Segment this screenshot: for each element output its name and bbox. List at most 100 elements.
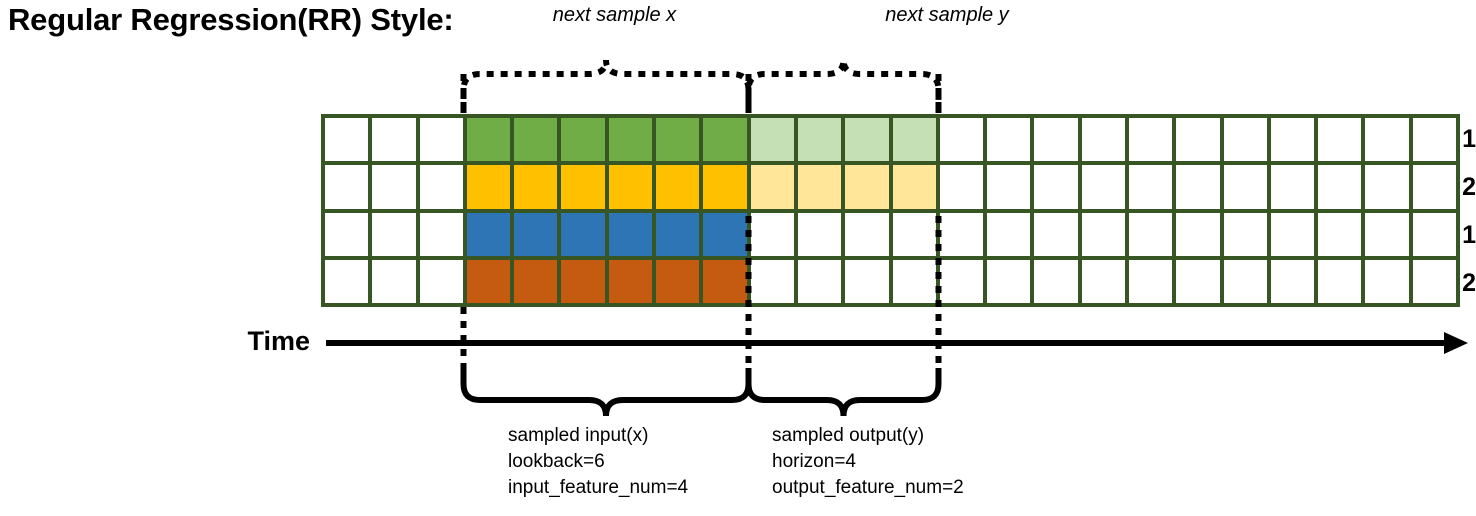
grid-cell-r1-c10 <box>797 165 842 209</box>
grid-cell-r0-c8 <box>703 118 747 162</box>
grid-cell-r1-c5 <box>561 165 605 209</box>
grid-cell-r0-c9 <box>750 118 794 162</box>
grid-cell-r2-c6 <box>608 212 653 256</box>
grid-cell-r0-c15 <box>1034 118 1078 162</box>
time-axis-label: Time <box>247 326 310 356</box>
grid-cell-r1-c2 <box>419 165 463 209</box>
grid-cell-r3-c2 <box>419 259 463 303</box>
grid-cell-r0-c16 <box>1081 118 1125 162</box>
grid-cell-r3-c3 <box>466 259 511 303</box>
grid-cell-r2-c21 <box>1318 212 1362 256</box>
grid-cell-r1-c19 <box>1223 165 1267 209</box>
grid-cell-r1-c17 <box>1128 165 1173 209</box>
grid-cell-r1-c12 <box>892 165 936 209</box>
grid-cell-r3-c9 <box>750 259 794 303</box>
grid-cell-r3-c19 <box>1223 259 1267 303</box>
grid-cell-r1-c9 <box>750 165 794 209</box>
brace-top-next-sample-x <box>460 59 752 113</box>
grid-cell-r2-c8 <box>703 212 747 256</box>
grid-cell-r0-c4 <box>514 118 558 162</box>
caption-sampled-input: sampled input(x) lookback=6 input_featur… <box>508 423 688 501</box>
grid-cell-r1-c7 <box>656 165 700 209</box>
grid-cell-r2-c4 <box>514 212 558 256</box>
grid-cell-r0-c14 <box>987 118 1031 162</box>
caption-input-line-2: lookback=6 <box>508 451 605 472</box>
grid-cell-r0-c11 <box>845 118 889 162</box>
caption-input-line-3: input_feature_num=4 <box>508 477 689 498</box>
grid-cell-r1-c22 <box>1365 165 1409 209</box>
grid-cell-r3-c22 <box>1365 259 1409 303</box>
brace-top-next-sample-y <box>745 59 942 113</box>
grid-cell-r2-c12 <box>892 212 936 256</box>
grid-cell-r0-c7 <box>656 118 700 162</box>
grid-cell-r2-c0 <box>325 212 369 256</box>
grid-cell-r2-c19 <box>1223 212 1267 256</box>
grid-cell-r1-c18 <box>1176 165 1220 209</box>
grid-cell-r0-c10 <box>797 118 842 162</box>
grid-cell-r0-c19 <box>1223 118 1267 162</box>
grid-cell-r3-c21 <box>1318 259 1362 303</box>
grid-cell-r0-c0 <box>325 118 369 162</box>
grid-cell-r0-c1 <box>372 118 416 162</box>
grid-cell-r3-c5 <box>561 259 605 303</box>
grid-cell-r1-c1 <box>372 165 416 209</box>
grid-cell-r2-c5 <box>561 212 605 256</box>
grid-cell-r1-c4 <box>514 165 558 209</box>
grid-cell-r0-c6 <box>608 118 653 162</box>
grid-cell-r0-c13 <box>939 118 984 162</box>
grid-cell-r3-c16 <box>1081 259 1125 303</box>
grid-cell-r3-c7 <box>656 259 700 303</box>
grid-cell-r3-c6 <box>608 259 653 303</box>
grid-cell-r2-c2 <box>419 212 463 256</box>
grid-cell-r2-c23 <box>1412 212 1456 256</box>
caption-output-line-3: output_feature_num=2 <box>772 477 964 498</box>
page-title: Regular Regression(RR) Style: <box>8 2 454 37</box>
grid-cell-r3-c1 <box>372 259 416 303</box>
grid-cell-r1-c0 <box>325 165 369 209</box>
caption-output-line-2: horizon=4 <box>772 451 856 472</box>
grid-cell-r2-c20 <box>1270 212 1315 256</box>
grid-cell-r1-c15 <box>1034 165 1078 209</box>
caption-output-line-1: sampled output(y) <box>772 425 925 446</box>
grid-cell-r1-c3 <box>466 165 511 209</box>
grid-cell-r2-c9 <box>750 212 794 256</box>
grid-cell-r0-c12 <box>892 118 936 162</box>
grid-cell-r0-c3 <box>466 118 511 162</box>
grid-cell-r1-c23 <box>1412 165 1456 209</box>
grid-cell-r3-c11 <box>845 259 889 303</box>
grid-cell-r2-c7 <box>656 212 700 256</box>
grid-cell-r0-c17 <box>1128 118 1173 162</box>
grid-cell-r1-c21 <box>1318 165 1362 209</box>
grid-cell-r3-c14 <box>987 259 1031 303</box>
time-axis-arrow <box>326 332 1468 354</box>
grid-cell-r1-c14 <box>987 165 1031 209</box>
grid-cell-r3-c12 <box>892 259 936 303</box>
grid-cell-r3-c15 <box>1034 259 1078 303</box>
grid-cell-r3-c4 <box>514 259 558 303</box>
grid-cell-r1-c6 <box>608 165 653 209</box>
annotation-next-sample-x: next sample x <box>552 4 677 26</box>
grid-cell-r3-c23 <box>1412 259 1456 303</box>
grid-cell-r2-c15 <box>1034 212 1078 256</box>
grid-cell-r2-c18 <box>1176 212 1220 256</box>
grid-cell-r0-c18 <box>1176 118 1220 162</box>
grid-cell-r1-c13 <box>939 165 984 209</box>
grid-cell-r2-c10 <box>797 212 842 256</box>
grid-cell-r0-c2 <box>419 118 463 162</box>
grid-cell-r0-c20 <box>1270 118 1315 162</box>
grid-cell-r1-c8 <box>703 165 747 209</box>
grid-cell-r0-c5 <box>561 118 605 162</box>
grid-cell-r3-c13 <box>939 259 984 303</box>
brace-bottom-sampled-input <box>460 368 752 417</box>
grid-cell-r3-c20 <box>1270 259 1315 303</box>
annotation-next-sample-y: next sample y <box>885 4 1009 26</box>
grid-cell-r2-c3 <box>466 212 511 256</box>
grid-cell-r2-c13 <box>939 212 984 256</box>
grid-cell-r1-c11 <box>845 165 889 209</box>
grid-cell-r2-c16 <box>1081 212 1125 256</box>
grid-cell-r3-c10 <box>797 259 842 303</box>
grid-cell-r3-c17 <box>1128 259 1173 303</box>
grid-cell-r0-c21 <box>1318 118 1362 162</box>
